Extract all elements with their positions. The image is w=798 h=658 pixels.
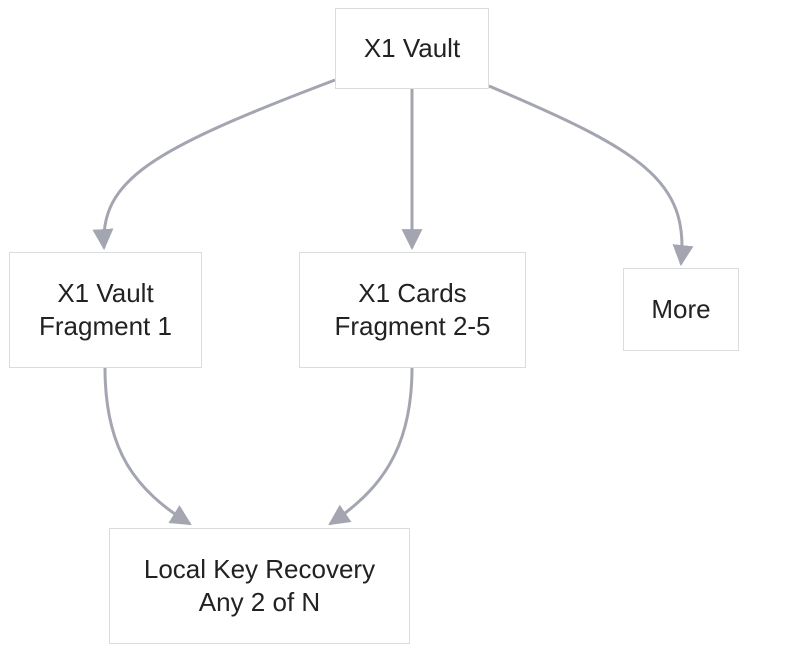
node-x1-vault-fragment-1: X1 Vault Fragment 1 xyxy=(9,252,202,368)
node-local-key-recovery-label-line1: Local Key Recovery xyxy=(143,554,376,584)
node-more-label: More xyxy=(651,294,711,324)
node-x1-cards-fragment-label-line1: X1 Cards xyxy=(358,278,467,308)
edge-vault-to-more xyxy=(488,84,694,267)
node-local-key-recovery-label-line2: Any 2 of N xyxy=(198,587,321,617)
edge-vault-fragment-to-recovery xyxy=(103,367,192,526)
node-x1-cards-fragment-label-line2: Fragment 2-5 xyxy=(334,311,491,341)
node-x1-vault-label: X1 Vault xyxy=(363,33,461,63)
node-x1-vault-fragment-label-line2: Fragment 1 xyxy=(39,311,172,341)
node-x1-vault-fragment-label-line1: X1 Vault xyxy=(57,278,154,308)
node-x1-vault: X1 Vault xyxy=(335,8,489,89)
edge-cards-fragment-to-recovery xyxy=(328,367,414,526)
node-local-key-recovery: Local Key Recovery Any 2 of N xyxy=(109,528,410,644)
node-x1-cards-fragment: X1 Cards Fragment 2-5 xyxy=(299,252,526,368)
node-more: More xyxy=(623,268,739,351)
edge-vault-to-vault-fragment xyxy=(92,78,336,251)
